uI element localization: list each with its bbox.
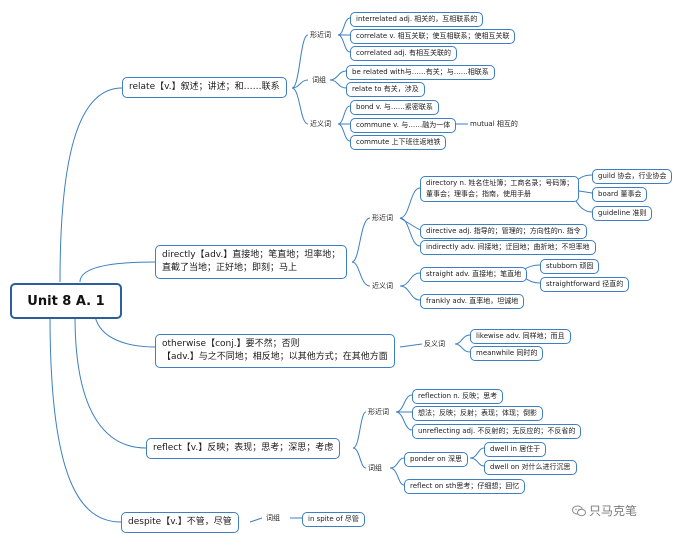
label-relate-derived: 形近词: [310, 31, 331, 39]
reflect-derived-1[interactable]: reflection n. 反映；思考: [412, 389, 504, 404]
directory-line1: directory n. 姓名住址簿；工商名录；号码簿；: [426, 179, 574, 187]
node-relate[interactable]: relate【v.】叙述；讲述；和……联系: [122, 77, 287, 98]
directory-child-board[interactable]: board 董事会: [592, 187, 648, 202]
reflect-derived-3[interactable]: unreflecting adj. 不反射的；无反应的；不反省的: [412, 424, 582, 439]
label-despite-phrase: 词组: [266, 514, 280, 522]
relate-derived-2[interactable]: correlate v. 相互关联；使互相联系；使相互关联: [350, 29, 516, 44]
directory-line2: 董事会；理事会；指南，使用手册: [426, 190, 531, 198]
relate-mutual: mutual 相互的: [470, 120, 518, 128]
label-directly-derived: 形近词: [372, 214, 393, 222]
connector-despite: [49, 315, 122, 523]
label-directly-synonym: 近义词: [372, 282, 393, 290]
label-otherwise-antonym: 反义词: [424, 340, 445, 348]
node-directly[interactable]: directly【adv.】直接地；笔直地；坦率地； 直截了当地；正好地；即刻；…: [155, 245, 348, 279]
relate-phrase-1[interactable]: be related with与……有关；与……相联系: [346, 65, 495, 80]
otherwise-antonym-1[interactable]: likewise adv. 同样地；而且: [470, 329, 571, 344]
directly-derived-2[interactable]: directive adj. 指导的；管理的；方向性的n. 指令: [420, 224, 587, 239]
otherwise-antonym-2[interactable]: meanwhile 同时的: [470, 346, 544, 361]
otherwise-title-line1: otherwise【conj.】要不然；否则: [162, 339, 300, 349]
reflect-derived-2[interactable]: 想法；反映；反射；表现；体现；倒影: [412, 406, 543, 421]
straight-child-stubborn[interactable]: stubborn 顽固: [540, 259, 600, 274]
directly-synonym-1[interactable]: straight adv. 直接地；笔直地: [420, 267, 528, 282]
node-despite[interactable]: despite【v.】不管，尽管: [121, 512, 239, 533]
directly-derived-1[interactable]: directory n. 姓名住址簿；工商名录；号码簿； 董事会；理事会；指南，…: [420, 176, 580, 202]
otherwise-title-line2: 【adv.】与之不同地；相反地；以其他方式；在其他方面: [162, 352, 388, 362]
node-otherwise[interactable]: otherwise【conj.】要不然；否则 【adv.】与之不同地；相反地；以…: [155, 334, 395, 368]
relate-synonym-1[interactable]: bond v. 与……紧密联系: [350, 100, 439, 115]
connector-relate: [59, 87, 123, 283]
relate-phrase-2[interactable]: relate to 有关，涉及: [346, 82, 425, 97]
root-node[interactable]: Unit 8 A. 1: [10, 283, 122, 319]
relate-derived-1[interactable]: interrelated adj. 相关的，互相联系的: [350, 12, 484, 27]
connector-reflect: [74, 315, 147, 449]
watermark: 只马克笔: [572, 502, 637, 519]
connector-otherwise: [94, 315, 156, 348]
relate-derived-3[interactable]: correlated adj. 有相互关联的: [350, 46, 457, 61]
directly-title-line2: 直截了当地；正好地；即刻；马上: [162, 263, 298, 273]
reflect-phrase-ponder[interactable]: ponder on 深思: [404, 452, 468, 467]
label-reflect-derived: 形近词: [368, 408, 389, 416]
relate-synonym-3[interactable]: commute 上下班往返地铁: [350, 135, 447, 150]
reflect-phrase-reflect-on[interactable]: reflect on sth思考；仔细想；回忆: [404, 479, 526, 494]
label-relate-synonym: 近义词: [310, 120, 331, 128]
despite-phrase-1[interactable]: in spite of 尽管: [302, 512, 365, 527]
wechat-icon: [572, 505, 586, 516]
directly-synonym-2[interactable]: frankly adv. 直率地，坦诚地: [420, 294, 525, 309]
ponder-child-dwell-in[interactable]: dwell in 居住于: [484, 442, 547, 457]
node-reflect[interactable]: reflect【v.】反映；表现；思考；深思；考虑: [146, 438, 341, 459]
connector-directly: [79, 261, 156, 283]
directory-child-guild[interactable]: guild 协会，行业协会: [592, 169, 673, 184]
directory-child-guideline[interactable]: guideline 准则: [592, 206, 653, 221]
relate-synonym-2[interactable]: commune v. 与……融为一体: [350, 118, 457, 133]
watermark-text: 只马克笔: [589, 504, 638, 518]
straight-child-straightforward[interactable]: straightforward 径直的: [540, 277, 630, 292]
label-reflect-phrase: 词组: [368, 464, 382, 472]
ponder-child-dwell-on[interactable]: dwell on 对什么进行沉思: [484, 460, 577, 475]
directly-derived-3[interactable]: indirectly adv. 间接地；迂回地；曲折地；不坦率地: [420, 240, 596, 255]
directly-title-line1: directly【adv.】直接地；笔直地；坦率地；: [162, 250, 341, 260]
label-relate-phrase: 词组: [312, 76, 326, 84]
